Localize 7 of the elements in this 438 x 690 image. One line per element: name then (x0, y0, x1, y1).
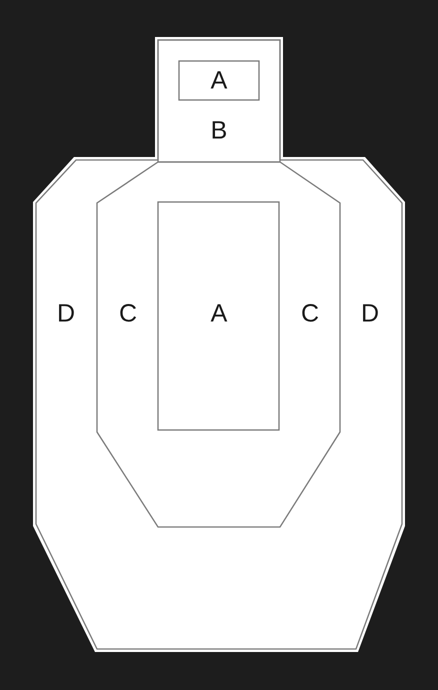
zone-letter: C (300, 302, 320, 326)
zone-letter: B (210, 118, 228, 144)
zone-letter: D (56, 302, 76, 326)
zone-letter: C (118, 302, 138, 326)
zone-letter: D (360, 302, 380, 326)
zone-letter: A (210, 302, 228, 326)
zone-letter: A (210, 68, 228, 94)
